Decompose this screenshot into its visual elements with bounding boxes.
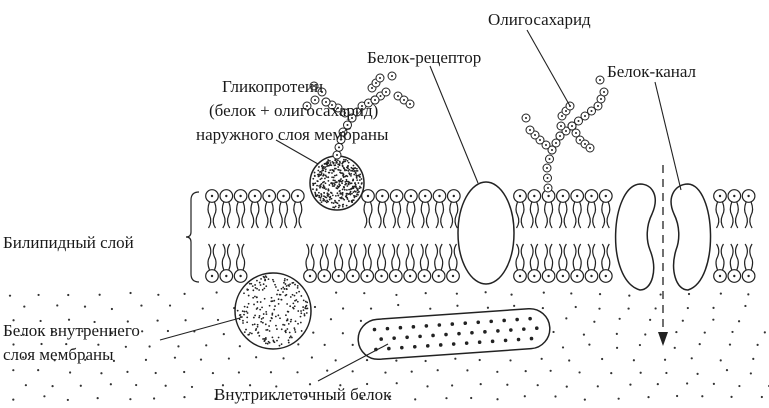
intracellular-protein [357, 307, 551, 361]
phospholipid [303, 243, 317, 283]
glycoprotein [309, 155, 365, 211]
phospholipid [233, 189, 248, 229]
phospholipid [432, 189, 447, 229]
phospholipid [713, 189, 727, 229]
label-bilayer: Билипидный слой [3, 233, 134, 252]
label-intracellular-protein: Внутриклеточный белок [214, 385, 392, 404]
phospholipid [570, 243, 585, 283]
phospholipid [513, 243, 527, 283]
phospholipid [446, 243, 460, 283]
sugar-chain [555, 101, 575, 141]
phospholipid [346, 243, 360, 283]
phospholipid [541, 243, 556, 283]
phospholipid [418, 189, 433, 229]
inner-membrane-protein [234, 272, 312, 350]
phospholipid [727, 243, 742, 283]
phospholipid [417, 243, 432, 283]
label-glycoprotein-line2: (белок + олигосахарид) [209, 101, 378, 120]
phospholipid [262, 189, 277, 229]
phospholipid [741, 243, 756, 283]
sugar-chain [567, 121, 595, 153]
phospholipid [527, 243, 542, 283]
phospholipid [584, 189, 599, 229]
sugar-chain [567, 75, 609, 131]
phospholipid [388, 243, 403, 283]
phospholipid [513, 189, 527, 229]
phospholipid [741, 189, 756, 229]
phospholipid [404, 189, 418, 229]
phospholipid [431, 243, 446, 283]
label-oligosaccharide: Олигосахарид [488, 10, 591, 29]
phospholipid [361, 189, 375, 229]
sugar-chain [309, 81, 331, 107]
phospholipid [233, 243, 248, 283]
sugar-chain [367, 71, 397, 105]
phospholipid [219, 189, 234, 229]
phospholipid [205, 243, 219, 283]
phospholipid [219, 243, 234, 283]
phospholipid [556, 243, 570, 283]
phospholipid [205, 189, 219, 229]
cytoplasm-dots [8, 291, 769, 402]
phospholipid [389, 189, 404, 229]
phospholipid [727, 189, 742, 229]
phospholipid [276, 189, 291, 229]
oligosaccharide-chains [302, 71, 609, 193]
phospholipid [360, 243, 375, 283]
phospholipid [556, 189, 570, 229]
phospholipid [446, 189, 461, 229]
leader-lines [159, 29, 682, 382]
phospholipid [374, 243, 389, 283]
phospholipid [541, 189, 556, 229]
phospholipid [713, 243, 727, 283]
phospholipid [584, 243, 599, 283]
label-receptor: Белок-рецептор [367, 48, 481, 67]
phospholipid [570, 189, 585, 229]
phospholipid [247, 189, 262, 229]
label-channel: Белок-канал [607, 62, 697, 81]
label-glycoprotein-line3: наружного слоя мембраны [196, 125, 389, 144]
phospholipid [598, 243, 613, 283]
label-inner-protein-line1: Белок внутреннего [3, 321, 140, 340]
lipid-bilayer [205, 189, 756, 283]
phospholipid [527, 189, 542, 229]
receptor-protein [457, 181, 515, 285]
phospholipid [598, 189, 613, 229]
channel-protein [614, 183, 712, 291]
sugar-chain [521, 113, 557, 155]
phospholipid [290, 189, 305, 229]
label-glycoprotein-line1: Гликопротеин [222, 77, 323, 96]
phospholipid [331, 243, 346, 283]
bilayer-bracket [185, 191, 200, 283]
phospholipid [403, 243, 418, 283]
ion-flow-arrow [658, 165, 668, 346]
label-inner-protein-line2: слоя мембраны [3, 345, 114, 364]
phospholipid [317, 243, 332, 283]
phospholipid [375, 189, 390, 229]
